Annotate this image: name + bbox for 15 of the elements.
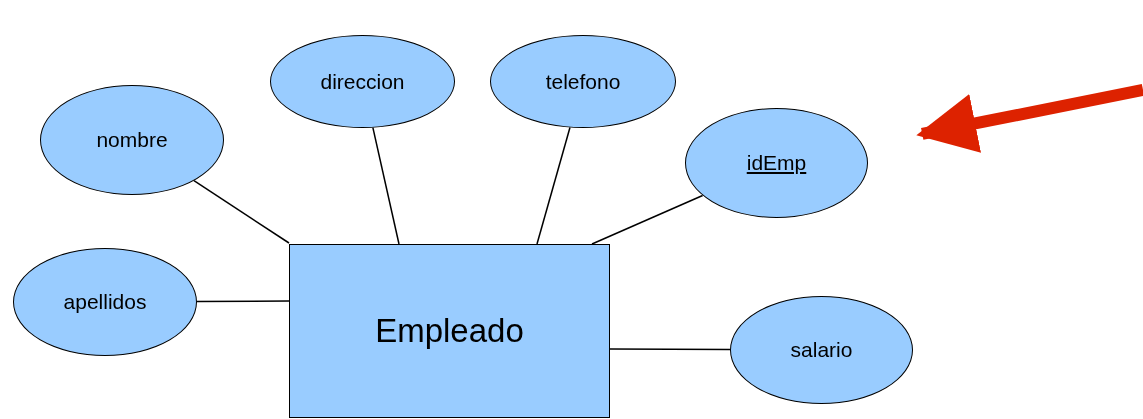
connector-line [609,348,731,351]
entity-name: Empleado [375,312,524,350]
attribute-name: salario [790,338,853,362]
entity-box [289,244,610,418]
connector-line [193,179,290,244]
connector-line [536,126,571,245]
attribute-name: nombre [96,128,168,152]
attribute-name: direccion [320,69,405,94]
key-attribute-name: idEmp [746,151,807,175]
connector-line [196,300,290,303]
attribute-name: telefono [545,69,621,94]
arrow [916,84,1143,153]
attribute-name: apellidos [63,290,147,314]
connector-line [591,194,704,245]
connector-line [372,126,400,245]
